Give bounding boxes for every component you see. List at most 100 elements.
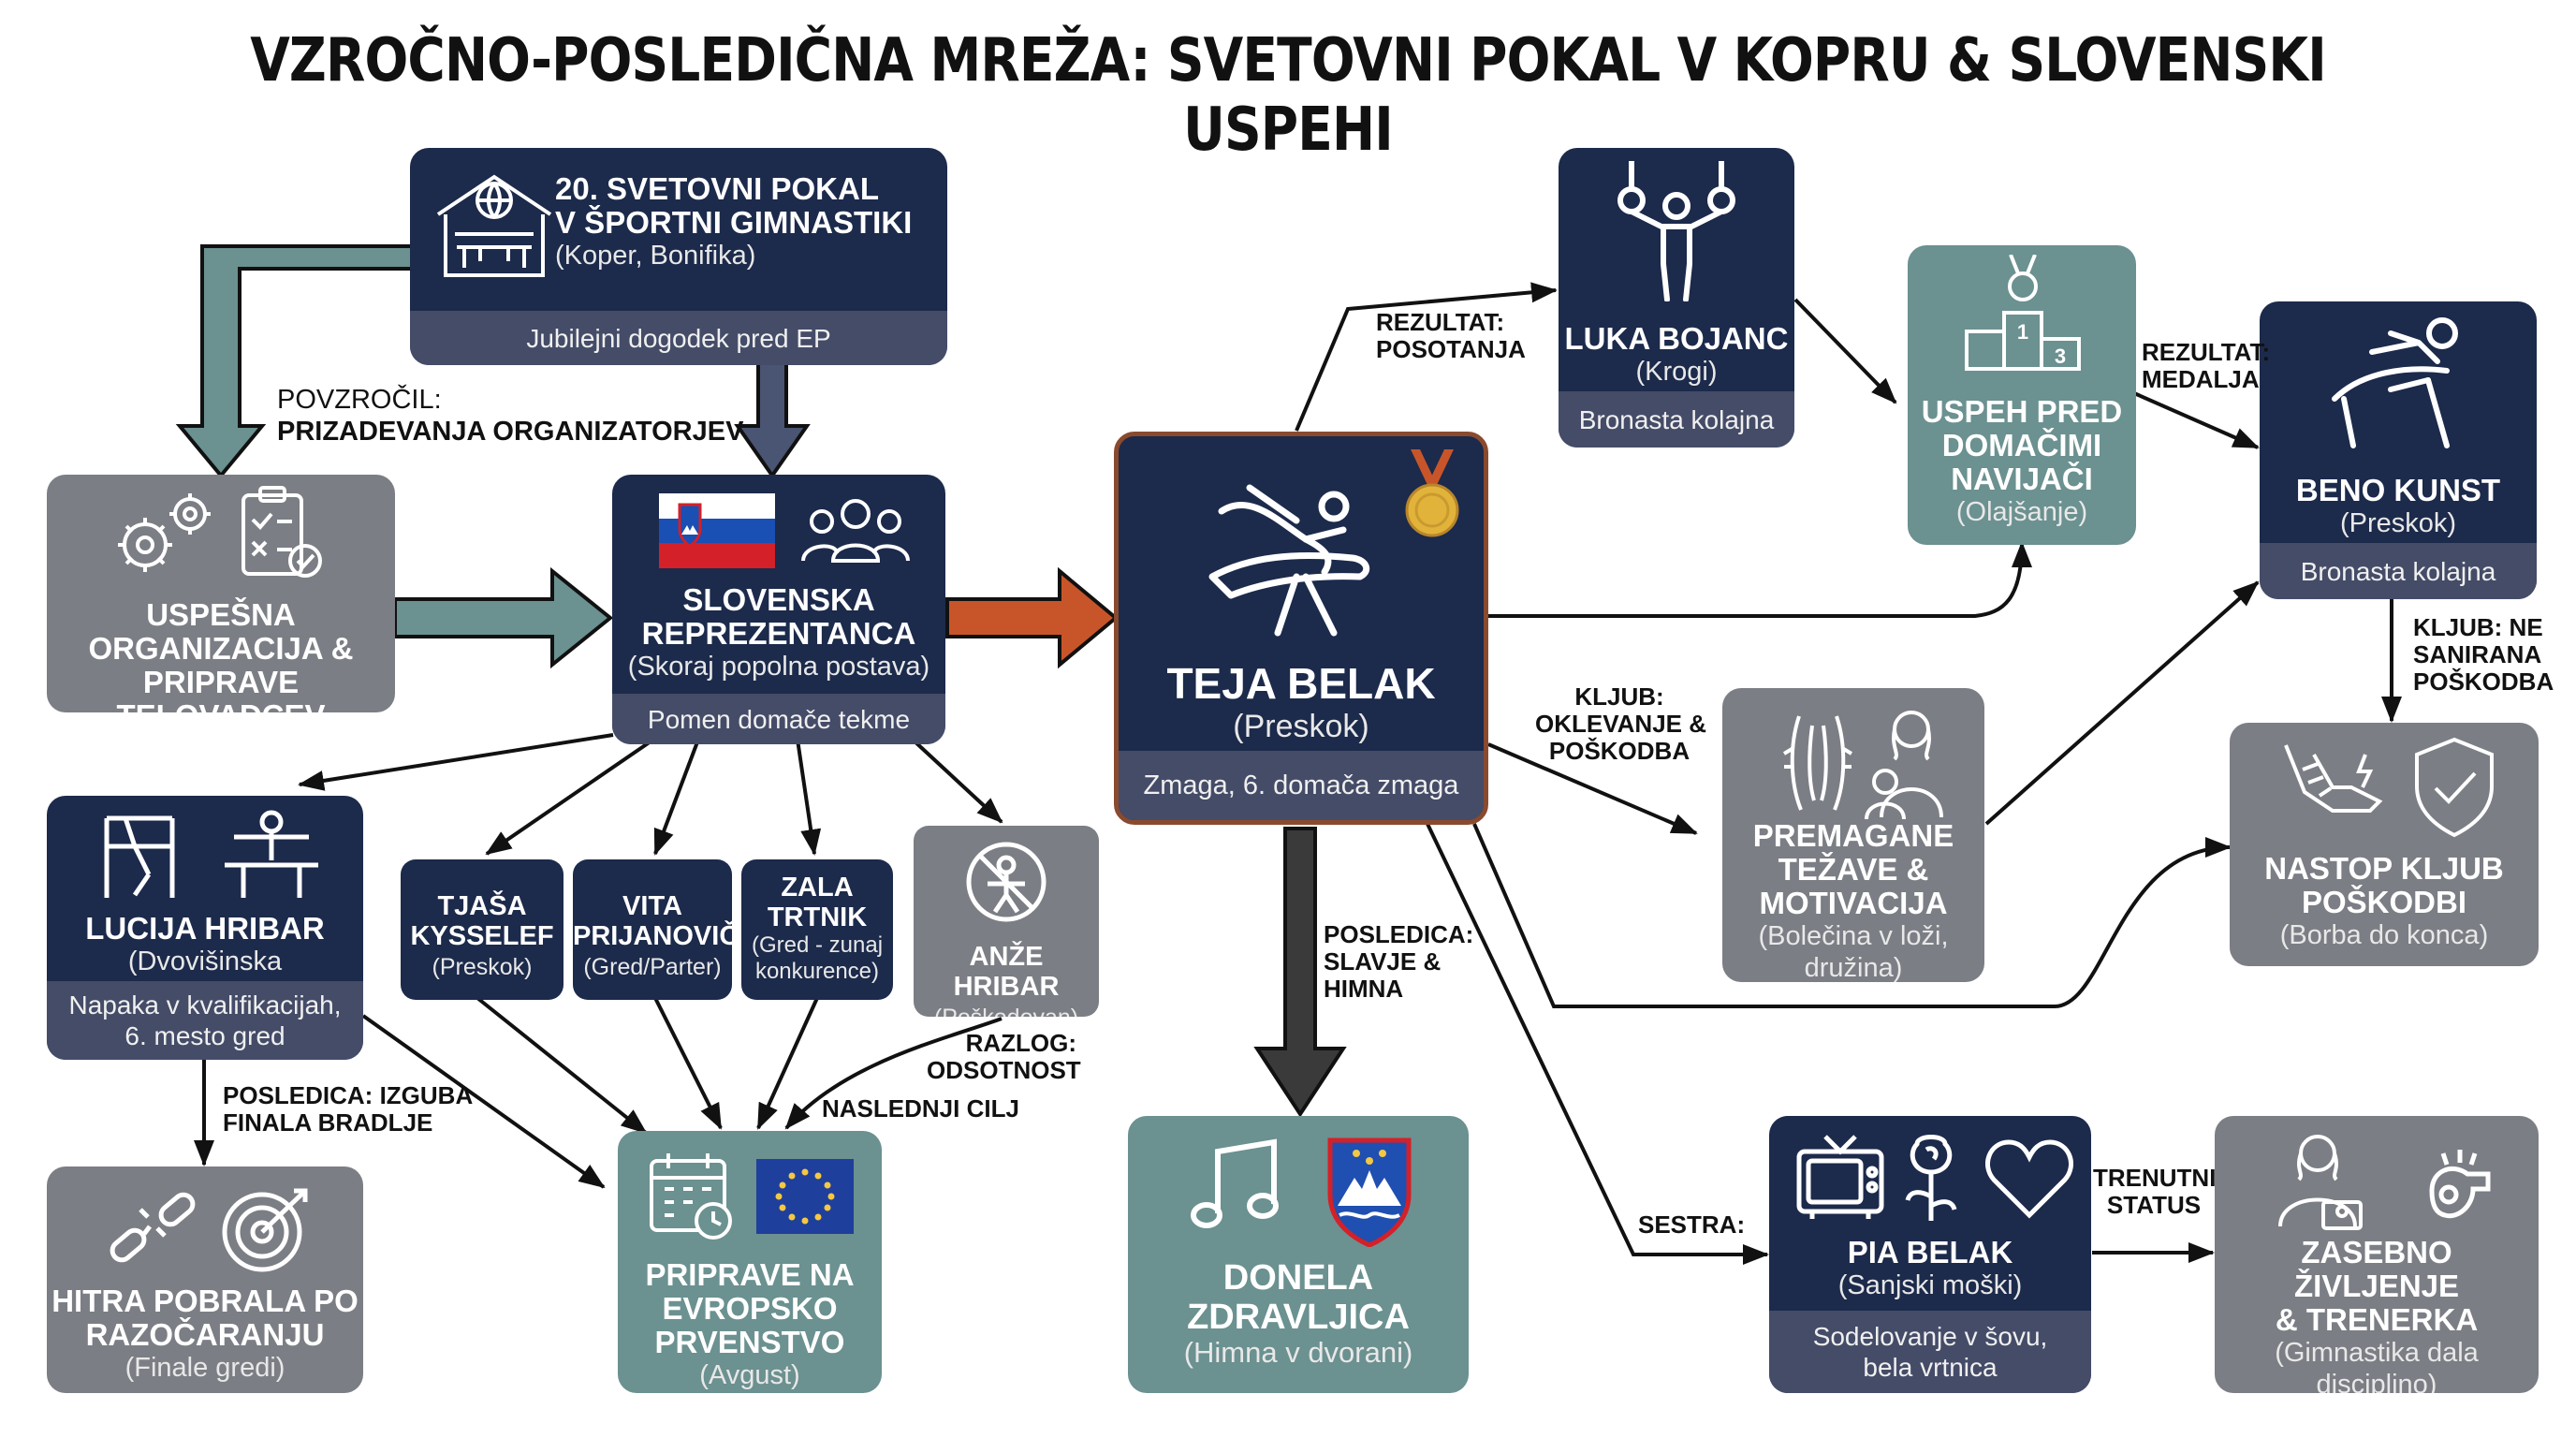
label-consequence-anthem-3: HIMNA <box>1324 975 1404 1003</box>
node-private-life: ZASEBNO ŽIVLJENJE & TRENERKA (Gimnastika… <box>2215 1116 2539 1393</box>
label-sister: SESTRA: <box>1638 1211 1745 1239</box>
podium-number-three: 3 <box>2055 345 2066 368</box>
organization-title-3: PRIPRAVE TELOVADCEV <box>116 665 325 713</box>
node-vita-prijanovic: VITA PRIJANOVIČ (Gred/Parter) <box>573 859 732 1000</box>
people-group-icon <box>801 499 910 563</box>
node-zala-trtnik: ZALA TRTNIK (Gred - zunaj konkurence) <box>741 859 893 1000</box>
music-note-icon <box>1191 1138 1279 1228</box>
node-recovery: HITRA POBRALA PO RAZOČARANJU (Finale gre… <box>47 1167 363 1393</box>
rose-icon <box>1905 1135 1957 1221</box>
label-despite-hesitation-3: POŠKODBA <box>1548 737 1690 765</box>
node-beno-kunst: BENO KUNST (Preskok) Bronasta kolajna <box>2260 301 2537 599</box>
pia-footer-1: Sodelovanje v šovu, <box>1812 1322 2048 1351</box>
node-luka-bojanc: LUKA BOJANC (Krogi) Bronasta kolajna <box>1559 148 1794 448</box>
gears-icon <box>118 493 211 572</box>
recovery-title-1: HITRA POBRALA PO <box>51 1284 359 1318</box>
label-consequence-anthem-1: POSLEDICA: <box>1324 920 1474 948</box>
node-world-cup: 20. SVETOVNI POKAL V ŠPORTNI GIMNASTIKI … <box>410 148 947 365</box>
injury-subtitle: (Borba do konca) <box>2279 920 2489 950</box>
edge-team-to-tjasa <box>485 738 655 856</box>
page-title: VZROČNO-POSLEDIČNA MREŽA: SVETOVNI POKAL… <box>250 26 2326 165</box>
anze-subtitle: (Poškodovan) <box>914 1002 1099 1017</box>
label-result-standing-2: POSOTANJA <box>1376 335 1526 363</box>
private-subtitle-1: (Gimnastika dala <box>2275 1338 2479 1368</box>
node-injury: NASTOP KLJUB POŠKODBI (Borba do konca) <box>2230 723 2539 966</box>
checklist-icon <box>242 486 322 578</box>
tjasa-title-1: TJAŠA <box>437 891 527 921</box>
podium-icon: 1 3 <box>1965 255 2081 371</box>
european-title-3: PRVENSTVO <box>654 1325 845 1359</box>
label-caused-by-2: PRIZADEVANJA ORGANIZATORJEV <box>277 417 744 447</box>
lucija-footer: Napaka v kvalifikacijah, 6. mesto gred <box>47 981 363 1060</box>
anze-title: ANŽE HRIBAR <box>953 942 1060 1002</box>
label-despite-hesitation-2: OKLEVANJE & <box>1535 710 1706 738</box>
beno-subtitle: (Preskok) <box>2339 508 2457 538</box>
team-footer: Pomen domače tekme <box>612 694 945 744</box>
label-caused-by-1: POVZROČIL: <box>277 385 442 415</box>
tjasa-title-2: KYSSELEF <box>410 921 554 951</box>
pia-subtitle: (Sanjski moški) <box>1837 1270 2023 1300</box>
edge-difficulties-to-beno <box>1984 580 2260 826</box>
node-pia-belak: PIA BELAK (Sanjski moški) Sodelovanje v … <box>1769 1116 2091 1393</box>
edge-teja-to-home <box>1488 541 2032 618</box>
teja-title: TEJA BELAK <box>1166 659 1436 708</box>
gold-medal-icon <box>1405 449 1459 537</box>
label-sister-1: SESTRA: <box>1638 1211 1746 1239</box>
zala-subtitle-1: (Gred - zunaj <box>751 932 884 958</box>
team-subtitle: (Skoraj popolna postava) <box>627 652 930 682</box>
zala-title-1: ZALA <box>781 873 854 902</box>
edge-team-to-vita <box>653 739 700 856</box>
difficulties-title-2: TEŽAVE & <box>1778 852 1929 887</box>
label-reason-absence-2: ODSOTNOST <box>927 1056 1081 1084</box>
edge-teja-to-difficulties <box>1487 742 1698 835</box>
vault-jump-icon <box>2332 317 2458 448</box>
luka-footer: Bronasta kolajna <box>1559 391 1794 448</box>
recovery-title-2: RAZOČARANJU <box>85 1317 325 1352</box>
arrow-teja-to-anthem <box>1253 827 1347 1118</box>
label-consequence-anthem: POSLEDICA: SLAVJE & HIMNA <box>1324 921 1473 1003</box>
european-subtitle: (Avgust) <box>699 1360 800 1390</box>
node-difficulties: PREMAGANE TEŽAVE & MOTIVACIJA (Bolečina … <box>1722 688 1984 982</box>
label-despite-injury-2: SANIRANA <box>2413 640 2542 668</box>
zala-title-2: TRTNIK <box>767 902 868 932</box>
slovenian-coat-of-arms-icon <box>1327 1137 1412 1247</box>
pia-footer-2: bela vrtnica <box>1863 1353 1998 1382</box>
label-next-goal: NASLEDNJI CILJ <box>822 1095 1019 1123</box>
label-despite-hesitation-1: KLJUB: <box>1574 682 1664 711</box>
node-lucija-hribar: LUCIJA HRIBAR (Dvovišinska bradlja/Gred)… <box>47 796 363 1060</box>
shield-check-icon <box>2415 737 2494 838</box>
world-cup-title-2: V ŠPORTNI GIMNASTIKI <box>555 205 913 240</box>
anthem-title-2: ZDRAVLJICA <box>1187 1298 1410 1337</box>
calendar-icon <box>650 1153 732 1240</box>
lucija-title: LUCIJA HRIBAR <box>85 911 325 946</box>
balance-beam-icon <box>225 810 318 898</box>
home-success-subtitle: (Olajšanje) <box>1955 497 2088 527</box>
home-success-title-2: DOMAČIMI <box>1941 428 2102 462</box>
arrow-worldcup-to-team <box>734 359 811 479</box>
home-success-title-3: NAVIJAČI <box>1951 462 2093 496</box>
podium-number-one: 1 <box>2017 320 2028 344</box>
node-team: SLOVENSKA REPREZENTANCA (Skoraj popolna … <box>612 475 945 744</box>
lucija-footer-1: Napaka v kvalifikacijah, <box>68 990 342 1020</box>
world-cup-title-1: 20. SVETOVNI POKAL <box>555 171 879 206</box>
private-subtitle-2: disciplino) <box>2316 1370 2437 1393</box>
difficulties-title-3: MOTIVACIJA <box>1759 886 1948 920</box>
edge-teja-to-pia <box>1426 823 1769 1265</box>
luka-title: LUKA BOJANC <box>1564 321 1789 356</box>
label-next-goal-1: NASLEDNJI CILJ <box>822 1094 1019 1123</box>
node-anthem: DONELA ZDRAVLJICA (Himna v dvorani) <box>1128 1116 1469 1393</box>
label-current-status: TRENUTNI STATUS <box>2093 1165 2216 1219</box>
label-consequence-final-1: POSLEDICA: IZGUBA <box>223 1081 474 1109</box>
whistle-icon <box>2429 1150 2491 1219</box>
edge-home-to-beno <box>2133 391 2260 449</box>
team-title-2: REPREZENTANCA <box>641 616 916 651</box>
gym-hall-icon <box>436 174 552 277</box>
edge-team-to-zala <box>796 739 822 856</box>
vita-title-2: PRIJANOVIČ <box>573 921 732 951</box>
edge-luka-to-home <box>1793 298 1897 404</box>
label-despite-injury-1: KLJUB: NE <box>2413 613 2543 641</box>
label-reason-absence: RAZLOG: ODSOTNOST <box>927 1030 1081 1084</box>
anthem-title-1: DONELA <box>1222 1258 1374 1298</box>
world-cup-footer: Jubilejni dogodek pred EP <box>410 311 947 365</box>
